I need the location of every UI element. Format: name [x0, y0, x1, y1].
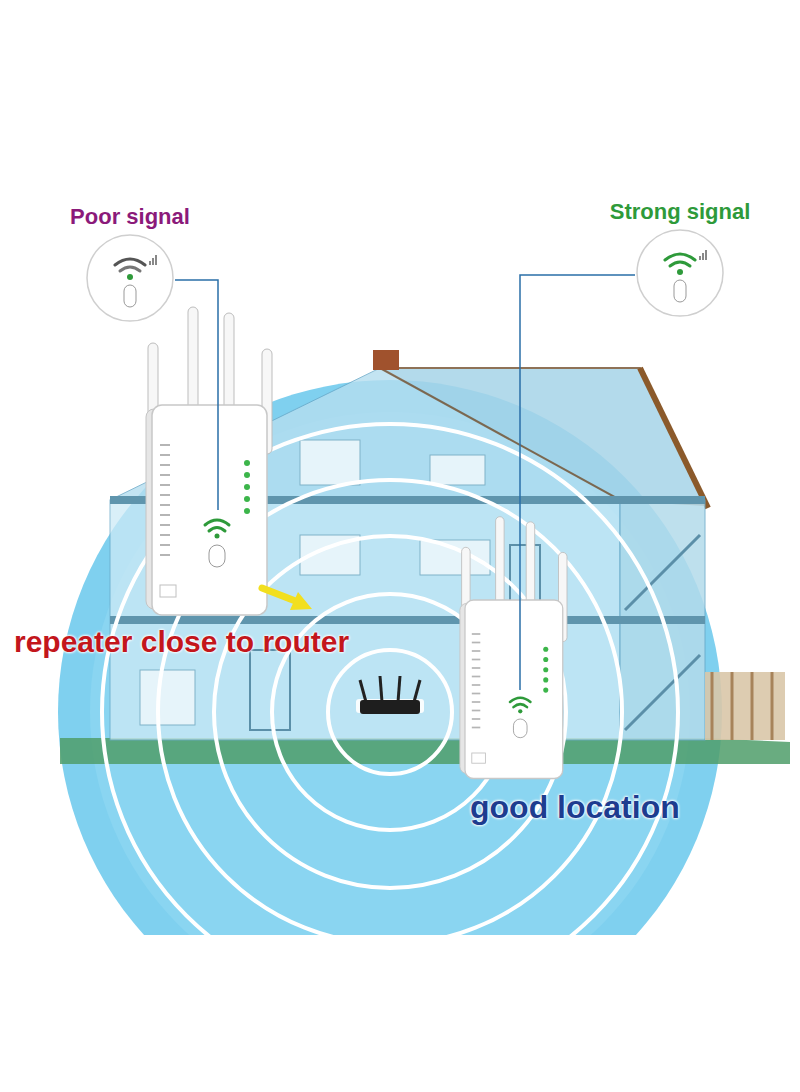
- signal-badge: [635, 228, 725, 318]
- badge-part: [670, 262, 690, 266]
- yellow-arrow: [262, 588, 312, 610]
- badge-part: [115, 259, 145, 265]
- badge-part: [677, 269, 683, 275]
- badge-part: [87, 235, 173, 321]
- badge-part: [699, 256, 701, 260]
- signal-callout: Poor signal: [51, 203, 209, 323]
- badge-part: [705, 250, 707, 260]
- badge-part: [149, 261, 151, 265]
- badge-part: [665, 254, 695, 260]
- badge-part: [155, 255, 157, 265]
- signal-heading: Poor signal: [51, 203, 209, 231]
- caption-label: good location: [470, 790, 680, 825]
- router: [356, 676, 424, 714]
- signal-badge: [85, 233, 175, 323]
- signal-callout: Strong signal: [586, 198, 774, 318]
- repeater-good-location: [460, 517, 567, 779]
- signal-heading: Strong signal: [586, 198, 774, 226]
- badge-part: [152, 258, 154, 265]
- repeater-near-router: [146, 307, 272, 615]
- badge-part: [637, 230, 723, 316]
- badge-part: [674, 280, 686, 302]
- caption-label: repeater close to router: [14, 625, 349, 658]
- badge-part: [127, 274, 133, 280]
- badge-part: [120, 267, 140, 271]
- badge-part: [124, 285, 136, 307]
- badge-part: [702, 253, 704, 260]
